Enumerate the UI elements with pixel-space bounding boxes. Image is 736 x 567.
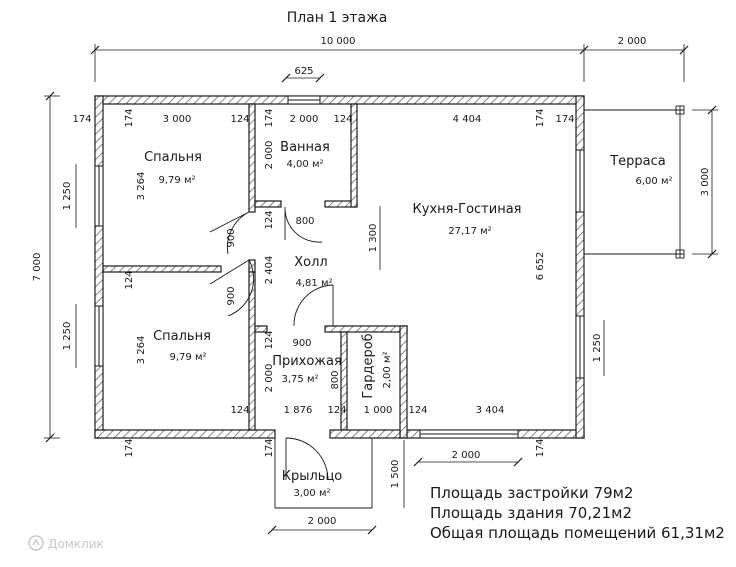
- dim-kitchen-6652: 6 652: [535, 252, 546, 281]
- watermark: Домклик: [28, 535, 104, 551]
- dim-wall-124-top-b: 124: [333, 114, 352, 125]
- dim-wall-174-tr: 174: [555, 114, 574, 125]
- dim-window-625: 625: [294, 66, 313, 77]
- dim-bedroom1-3264: 3 264: [136, 172, 147, 201]
- dim-wall-174-hall-top: 174: [264, 108, 275, 127]
- dim-door-900-entry: 900: [292, 338, 311, 349]
- dim-porch-1500: 1 500: [390, 460, 401, 489]
- room-porch-area: 3,00 м²: [294, 488, 331, 499]
- windows: [94, 95, 585, 439]
- room-bedroom2-name: Спальня: [153, 329, 211, 344]
- dim-top-4404: 4 404: [453, 114, 482, 125]
- dim-door-900-a: 900: [226, 228, 237, 247]
- dim-wall-174-left-a: 174: [124, 108, 135, 127]
- dim-porch-2000: 2 000: [308, 516, 337, 527]
- room-wardrobe-name: Гардероб: [361, 333, 376, 398]
- summary-total-area: Общая площадь помещений 61,31м2: [430, 524, 725, 542]
- dim-wall-174-tl: 174: [72, 114, 91, 125]
- dim-wall-124-top-a: 124: [230, 114, 249, 125]
- dim-wall-174-left-c: 174: [124, 438, 135, 457]
- dim-door-800-bath: 800: [295, 216, 314, 227]
- dimension-ticks: [45, 45, 717, 535]
- room-bedroom2-area: 9,79 м²: [170, 352, 207, 363]
- room-entry-area: 3,75 м²: [282, 374, 319, 385]
- dim-wall-124-hall-a: 124: [264, 210, 275, 229]
- dim-entry-800: 800: [330, 370, 341, 389]
- room-terrace-area: 6,00 м²: [636, 176, 673, 187]
- room-terrace-name: Терраса: [609, 154, 666, 169]
- dim-left-1250-a: 1 250: [62, 182, 73, 211]
- dimension-lines: [44, 44, 718, 531]
- dim-wall-124-bottom-b: 124: [327, 405, 346, 416]
- dim-right-1250: 1 250: [592, 334, 603, 363]
- terrace-outline: [584, 105, 685, 259]
- dim-bath-2000: 2 000: [264, 141, 275, 170]
- dim-bedroom2-3264: 3 264: [136, 336, 147, 365]
- dim-terrace-width: 2 000: [618, 36, 647, 47]
- dim-hall-2404: 2 404: [264, 256, 275, 285]
- dim-wall-174-right-bottom: 174: [535, 438, 546, 457]
- dim-terrace-3000: 3 000: [700, 168, 711, 197]
- dim-wall-124-bottom-c: 124: [408, 405, 427, 416]
- dim-kitchen-1300: 1 300: [368, 224, 379, 253]
- plan-title: План 1 этажа: [287, 10, 388, 26]
- dim-top-2000: 2 000: [290, 114, 319, 125]
- room-hall-name: Холл: [294, 255, 327, 270]
- walls: [94, 95, 585, 439]
- room-wardrobe-area: 2,00 м²: [382, 352, 393, 389]
- dim-window-2000: 2 000: [452, 450, 481, 461]
- summary-building-area: Площадь здания 70,21м2: [430, 504, 632, 522]
- room-porch-name: Крыльцо: [282, 469, 343, 484]
- dim-bottom-1876: 1 876: [284, 405, 313, 416]
- watermark-text: Домклик: [48, 537, 104, 551]
- room-kitchen-name: Кухня-Гостиная: [413, 202, 522, 217]
- dimension-labels: 10 000 2 000 625 174 3 000 124 2 000 124…: [32, 36, 711, 527]
- room-bathroom-area: 4,00 м²: [287, 159, 324, 170]
- dim-total-width: 10 000: [321, 36, 356, 47]
- watermark-logo-icon: [28, 535, 44, 551]
- dim-left-1250-b: 1 250: [62, 322, 73, 351]
- room-bathroom-name: Ванная: [280, 140, 330, 155]
- room-hall-area: 4,81 м²: [296, 278, 333, 289]
- dim-bottom-3404: 3 404: [476, 405, 505, 416]
- dim-wall-124-bottom-a: 124: [230, 405, 249, 416]
- dim-entry-2000: 2 000: [264, 364, 275, 393]
- porch-outline: [274, 438, 373, 509]
- room-entry-name: Прихожая: [272, 354, 342, 369]
- summary-built-area: Площадь застройки 79м2: [430, 484, 633, 502]
- doors: [209, 206, 334, 481]
- room-labels: Спальня 9,79 м² Спальня 9,79 м² Ванная 4…: [144, 140, 672, 499]
- room-kitchen-area: 27,17 м²: [448, 226, 491, 237]
- dim-wall-124-left-b: 124: [124, 270, 135, 289]
- dim-top-3000: 3 000: [163, 114, 192, 125]
- room-bedroom1-area: 9,79 м²: [159, 175, 196, 186]
- dim-wall-174-bottom-hall: 174: [264, 438, 275, 457]
- room-bedroom1-name: Спальня: [144, 150, 202, 165]
- area-summary: Площадь застройки 79м2 Площадь здания 70…: [430, 484, 725, 542]
- dim-wall-124-hall-b: 124: [264, 330, 275, 349]
- dim-height-7000: 7 000: [32, 253, 43, 282]
- dim-bottom-1000: 1 000: [364, 405, 393, 416]
- dim-wall-174-right-top: 174: [535, 108, 546, 127]
- dim-door-900-b: 900: [226, 286, 237, 305]
